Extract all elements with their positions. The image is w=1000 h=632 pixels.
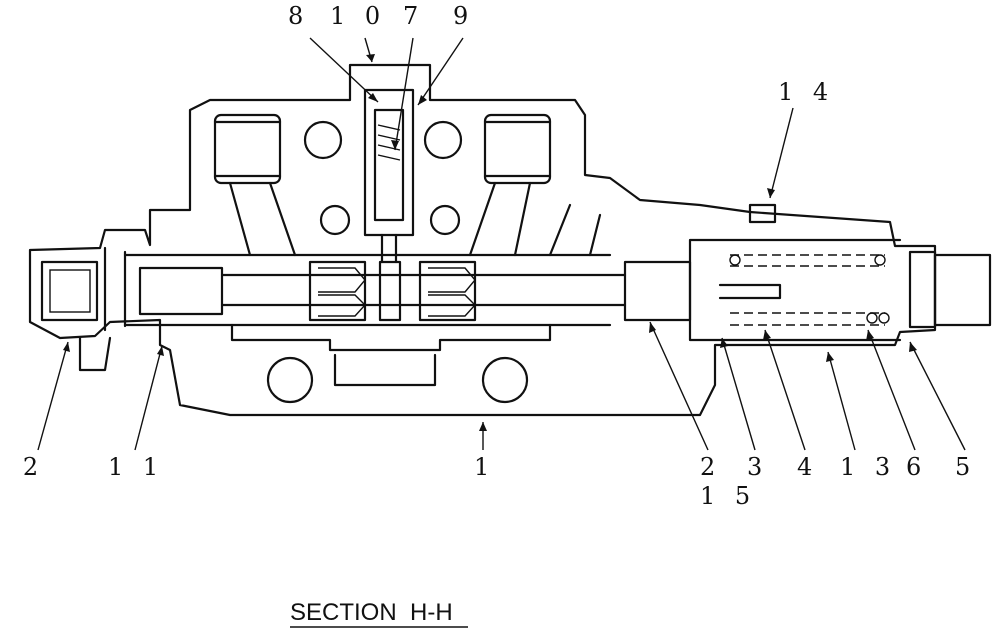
callout-9: 9 xyxy=(453,2,474,30)
left-plug xyxy=(40,260,99,322)
lower-core xyxy=(333,353,437,387)
spring-upper xyxy=(730,254,885,267)
spool-rod xyxy=(220,273,627,307)
retainer-rod xyxy=(718,283,782,300)
left-plug-inner xyxy=(49,269,91,313)
ball-upper-2 xyxy=(874,254,886,266)
lower-hole-left xyxy=(266,356,314,404)
spool-land-left xyxy=(308,260,367,322)
section-caption: SECTION H-H xyxy=(290,599,453,626)
spool-center xyxy=(378,260,402,322)
lower-hole-right xyxy=(481,356,529,404)
callout-2: 2 xyxy=(700,453,721,481)
callout-3: 3 xyxy=(747,453,768,481)
right-cap-inner xyxy=(933,253,992,327)
ball-upper-1 xyxy=(729,254,741,266)
port-left xyxy=(213,113,282,185)
valve-body-outline xyxy=(28,63,937,417)
bolt-hole-3 xyxy=(319,204,351,236)
callout-4: 4 xyxy=(797,453,818,481)
port-right-lip xyxy=(483,120,552,178)
callout-13: 1 3 xyxy=(840,453,896,481)
bolt-hole-4 xyxy=(429,204,461,236)
right-cap xyxy=(908,250,937,329)
callout-15: 1 5 xyxy=(700,482,756,510)
spool-right-end xyxy=(623,260,692,322)
callout-6: 6 xyxy=(906,453,927,481)
callout-12: 1 2 xyxy=(0,453,44,481)
callout-14: 1 4 xyxy=(778,78,834,106)
poppet-spring xyxy=(377,124,401,161)
callout-7: 7 xyxy=(403,2,424,30)
passage-far-right xyxy=(548,203,602,257)
callout-11: 1 1 xyxy=(108,453,164,481)
bolt-hole-1 xyxy=(303,120,343,160)
ball-lower-2 xyxy=(878,312,890,324)
callout-8: 8 xyxy=(288,2,309,30)
poppet-stem xyxy=(380,233,398,264)
left-flange xyxy=(103,246,127,332)
port-right xyxy=(483,113,552,185)
spring-lower xyxy=(730,312,885,326)
poppet xyxy=(373,108,405,222)
spool-bore xyxy=(123,253,612,327)
dowel-top xyxy=(748,203,777,224)
poppet-housing xyxy=(363,88,415,237)
passage-left xyxy=(228,181,297,257)
passage-right xyxy=(468,181,532,257)
spool-left-end xyxy=(138,266,224,316)
bolt-hole-2 xyxy=(423,120,463,160)
ball-lower-1 xyxy=(866,312,878,324)
callout-10: 1 0 xyxy=(330,2,386,30)
callout-5: 5 xyxy=(955,453,976,481)
callout-1: 1 xyxy=(474,453,495,481)
port-left-lip xyxy=(213,120,282,178)
spool-check-right xyxy=(428,267,476,317)
leader-lines xyxy=(37,37,966,451)
spool-check-left xyxy=(318,267,366,317)
lower-cavity xyxy=(230,323,552,352)
spool-land-right xyxy=(418,260,477,322)
left-stub xyxy=(78,336,112,372)
